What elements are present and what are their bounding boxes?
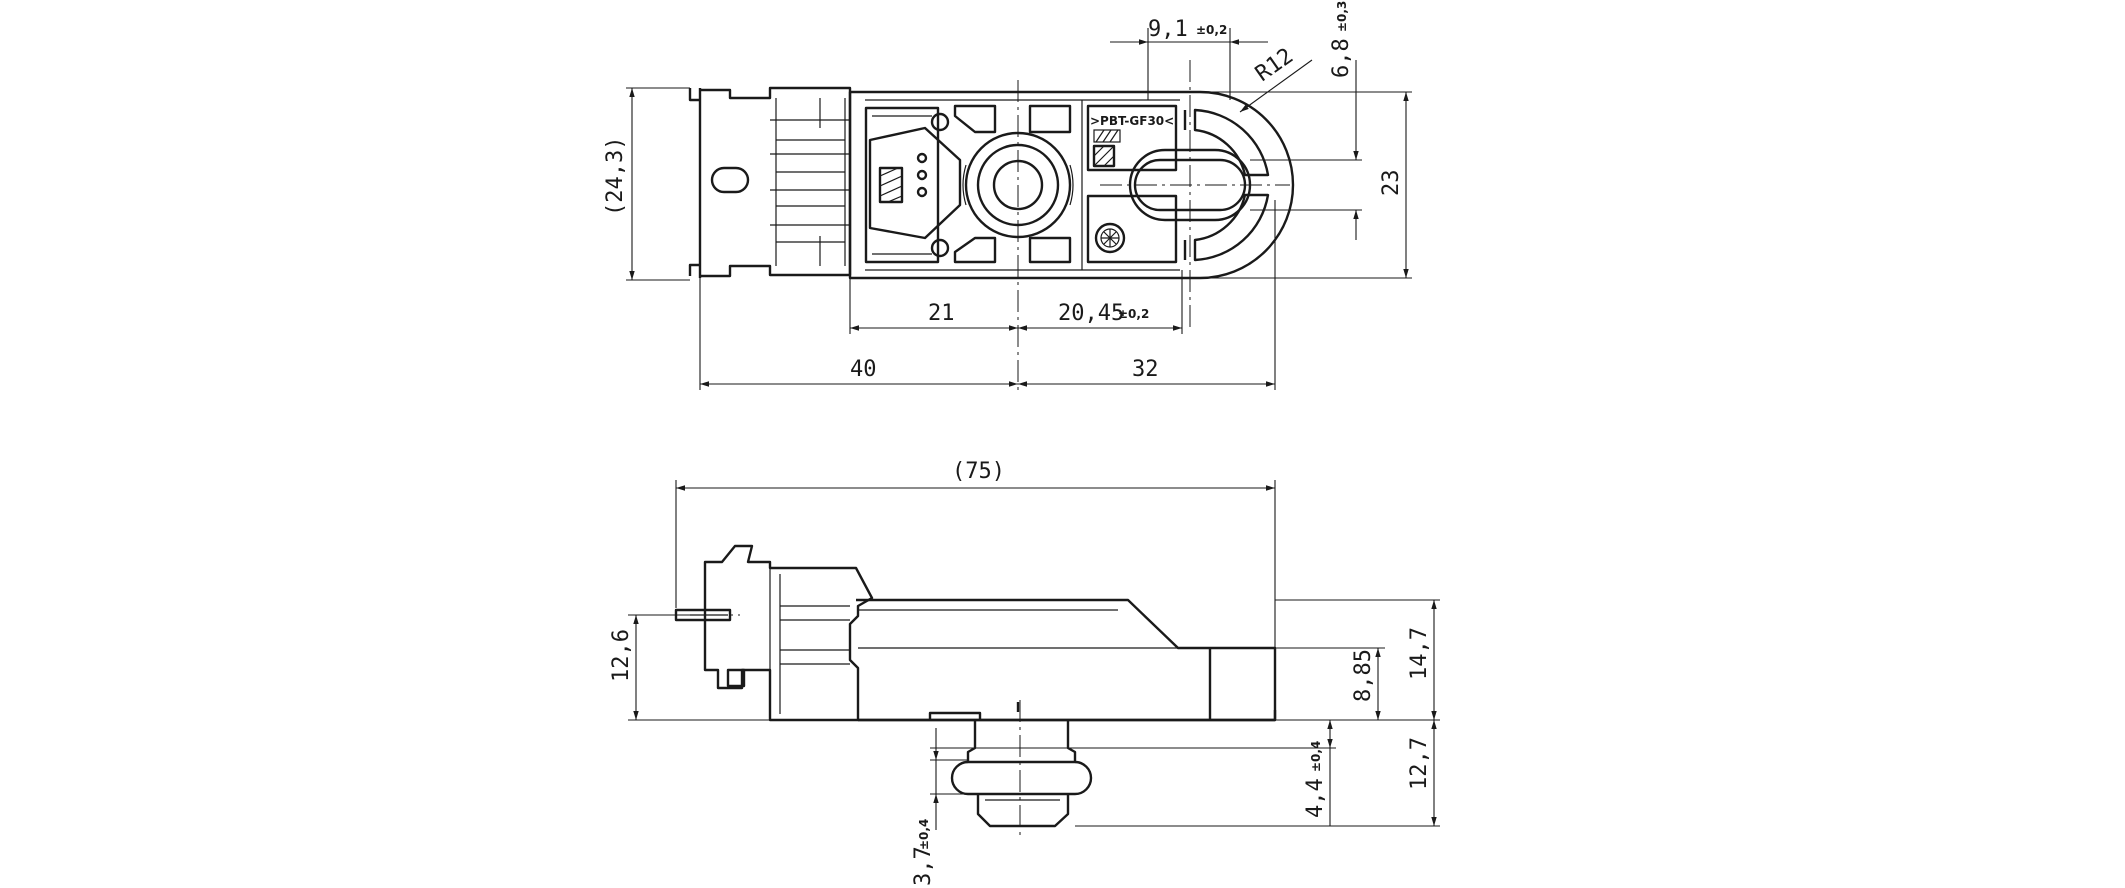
dim-12-7: 12,7 xyxy=(1407,737,1432,790)
dim-23: 23 xyxy=(1379,170,1404,197)
material-label: >PBT-GF30< xyxy=(1090,114,1174,128)
dim-14-7: 14,7 xyxy=(1407,627,1432,680)
dim-9-1: 9,1 xyxy=(1148,17,1188,42)
dim-24-3: (24,3) xyxy=(603,137,628,216)
dim-40: 40 xyxy=(850,357,877,382)
top-view: 9,1 ±0,2 R12 6,8 ±0,3 23 (24,3) xyxy=(603,1,1412,390)
dim-20-45: 20,45 xyxy=(1058,301,1124,326)
connector-housing xyxy=(688,86,852,278)
dim-9-1-tol: ±0,2 xyxy=(1196,23,1227,37)
dim-20-45-tol: ±0,2 xyxy=(1118,307,1149,321)
dim-6-8-tol: ±0,3 xyxy=(1335,1,1349,32)
top-dimensions: 9,1 ±0,2 R12 6,8 ±0,3 23 (24,3) xyxy=(603,1,1412,390)
side-body xyxy=(668,544,1277,835)
dim-21: 21 xyxy=(928,301,955,326)
side-dimensions: (75) 12,6 8,85 14,7 12,7 4,4 ±0,4 xyxy=(609,459,1440,886)
dim-3-7: 3,7 xyxy=(911,846,936,886)
dim-12-6: 12,6 xyxy=(609,629,634,682)
dim-6-8: 6,8 xyxy=(1329,38,1354,78)
dim-4-4-tol: ±0,4 xyxy=(1309,741,1323,772)
dim-3-7-tol: ±0,4 xyxy=(917,819,931,850)
dim-8-85: 8,85 xyxy=(1351,649,1376,702)
side-view: (75) 12,6 8,85 14,7 12,7 4,4 ±0,4 xyxy=(609,459,1440,886)
dim-r12: R12 xyxy=(1251,44,1298,87)
dim-32: 32 xyxy=(1132,357,1159,382)
dim-4-4: 4,4 xyxy=(1303,778,1328,818)
dim-75: (75) xyxy=(952,459,1005,484)
